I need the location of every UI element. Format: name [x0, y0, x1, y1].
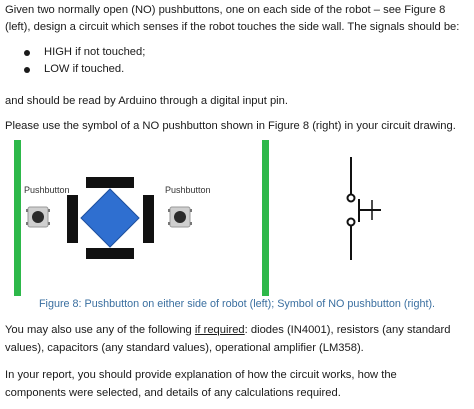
bullet-low: LOW if touched. [0, 61, 145, 78]
components-line-1: You may also use any of the following if… [5, 322, 450, 339]
report-line-1: In your report, you should provide expla… [5, 369, 397, 381]
if-required-text: if required [194, 324, 245, 336]
components-pre: You may also use any of the following [5, 324, 195, 336]
symbol-note: Please use the symbol of a NO pushbutton… [5, 120, 456, 132]
signal-list: HIGH if not touched; LOW if touched. [0, 44, 145, 78]
report-line-2: components were selected, and details of… [5, 387, 341, 399]
figure-caption: Figure 8: Pushbutton on either side of r… [38, 298, 436, 310]
robot-icon [67, 177, 154, 259]
figure-8: Pushbutton Pushbutton [14, 140, 381, 296]
intro-line-2: (left), design a circuit which senses if… [5, 21, 460, 33]
intro-line-1: Given two normally open (NO) pushbuttons… [5, 4, 446, 16]
components-line-2: values), capacitors (any standard values… [5, 342, 364, 354]
components-post: : diodes (IN4001), resistors (any standa… [244, 324, 451, 336]
left-pushbutton-icon [26, 206, 50, 228]
right-pushbutton-label: Pushbutton [165, 185, 211, 195]
arduino-line: and should be read by Arduino through a … [5, 95, 289, 107]
bullet-high: HIGH if not touched; [0, 44, 145, 61]
right-wall [262, 140, 269, 296]
left-wall [14, 140, 21, 296]
left-pushbutton-label: Pushbutton [24, 185, 70, 195]
no-pushbutton-symbol [346, 157, 381, 260]
right-pushbutton-icon [168, 206, 192, 228]
